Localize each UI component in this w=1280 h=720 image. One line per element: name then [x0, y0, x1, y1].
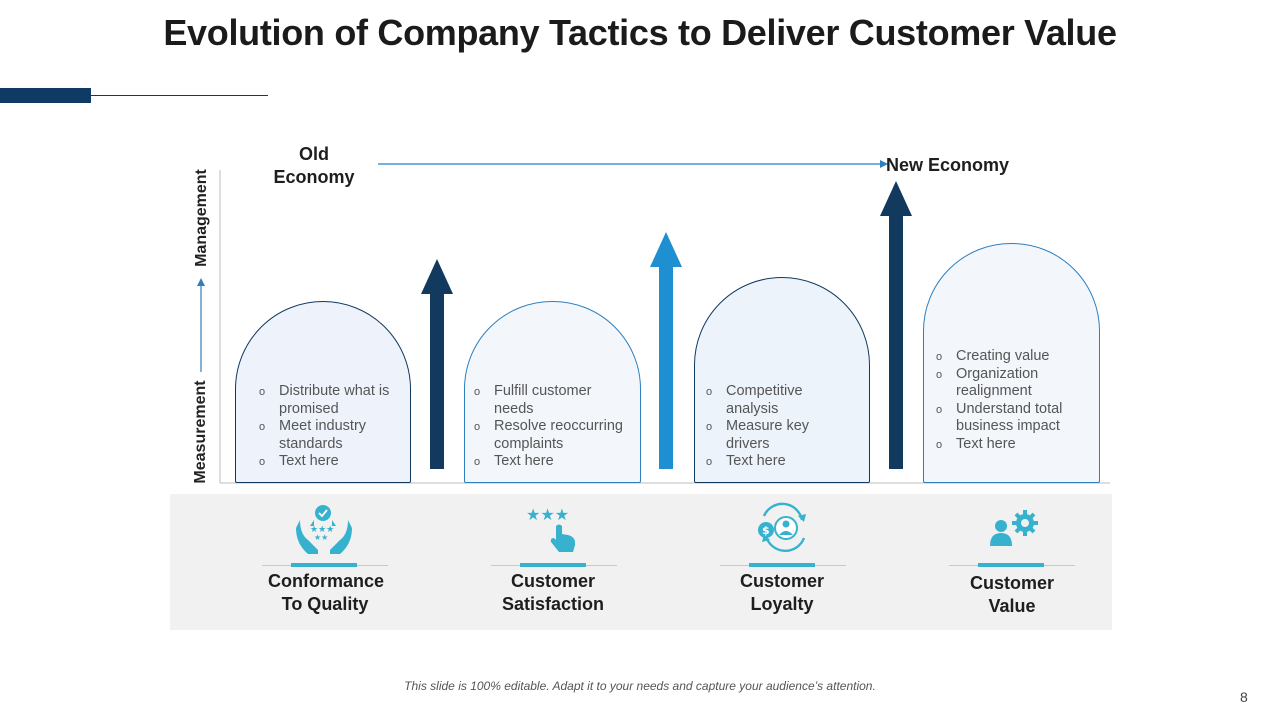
stage-1-list: Distribute what is promised Meet industr…: [259, 383, 399, 471]
title-accent-line: [91, 95, 268, 96]
category-3-underline: [749, 563, 815, 567]
category-label-3: Customer Loyalty: [739, 571, 824, 614]
list-item: Resolve reoccurring complaints: [474, 418, 634, 453]
stage-card-4: Creating value Organization realignment …: [923, 243, 1100, 483]
footer-note: This slide is 100% editable. Adapt it to…: [404, 679, 876, 693]
growth-arrow-1: [421, 259, 453, 469]
list-item: Organization realignment: [936, 366, 1096, 401]
list-item: Text here: [936, 436, 1096, 454]
category-1-underline: [291, 563, 357, 567]
user-gear-icon: [990, 510, 1038, 546]
svg-text:★★: ★★: [314, 533, 328, 542]
growth-arrow-3: [880, 181, 912, 469]
list-item: Meet industry standards: [259, 418, 399, 453]
svg-text:★★★: ★★★: [310, 525, 334, 535]
list-item: Understand total business impact: [936, 401, 1096, 436]
list-item: Text here: [706, 453, 856, 471]
stage-card-3: Competitive analysis Measure key drivers…: [694, 277, 870, 483]
list-item: Distribute what is promised: [259, 383, 399, 418]
stars-tap-icon: ★★★: [526, 505, 576, 552]
list-item: Fulfill customer needs: [474, 383, 634, 418]
page-number: 8: [1240, 689, 1248, 705]
growth-arrow-2: [650, 232, 682, 469]
stage-4-list: Creating value Organization realignment …: [936, 348, 1096, 453]
svg-text:$: $: [762, 524, 770, 537]
list-item: Text here: [474, 453, 634, 471]
list-item: Creating value: [936, 348, 1096, 366]
stage-card-1: Distribute what is promised Meet industr…: [235, 301, 411, 483]
category-label-2: Customer Satisfaction: [502, 571, 605, 614]
svg-text:★★★: ★★★: [526, 505, 569, 524]
category-label-4: Customer Value: [969, 573, 1054, 616]
stage-card-2: Fulfill customer needs Resolve reoccurri…: [464, 301, 641, 483]
category-label-1: Conformance To Quality: [268, 571, 385, 614]
loyalty-cycle-icon: $: [758, 502, 806, 553]
list-item: Text here: [259, 453, 399, 471]
new-economy-label: New Economy: [886, 155, 1010, 175]
category-2-underline: [520, 563, 586, 567]
slide-title: Evolution of Company Tactics to Deliver …: [163, 12, 1117, 53]
hands-quality-icon: ★★★ ★★: [296, 505, 352, 554]
list-item: Competitive analysis: [706, 383, 856, 418]
list-item: Measure key drivers: [706, 418, 856, 453]
stage-2-list: Fulfill customer needs Resolve reoccurri…: [474, 383, 634, 471]
axis-arrow-head: [197, 278, 205, 286]
category-4-underline: [978, 563, 1044, 567]
title-accent-bar: [0, 88, 91, 103]
economy-arrow-head: [880, 160, 888, 168]
stage-3-list: Competitive analysis Measure key drivers…: [706, 383, 856, 471]
old-economy-label: Old Economy: [273, 144, 355, 187]
